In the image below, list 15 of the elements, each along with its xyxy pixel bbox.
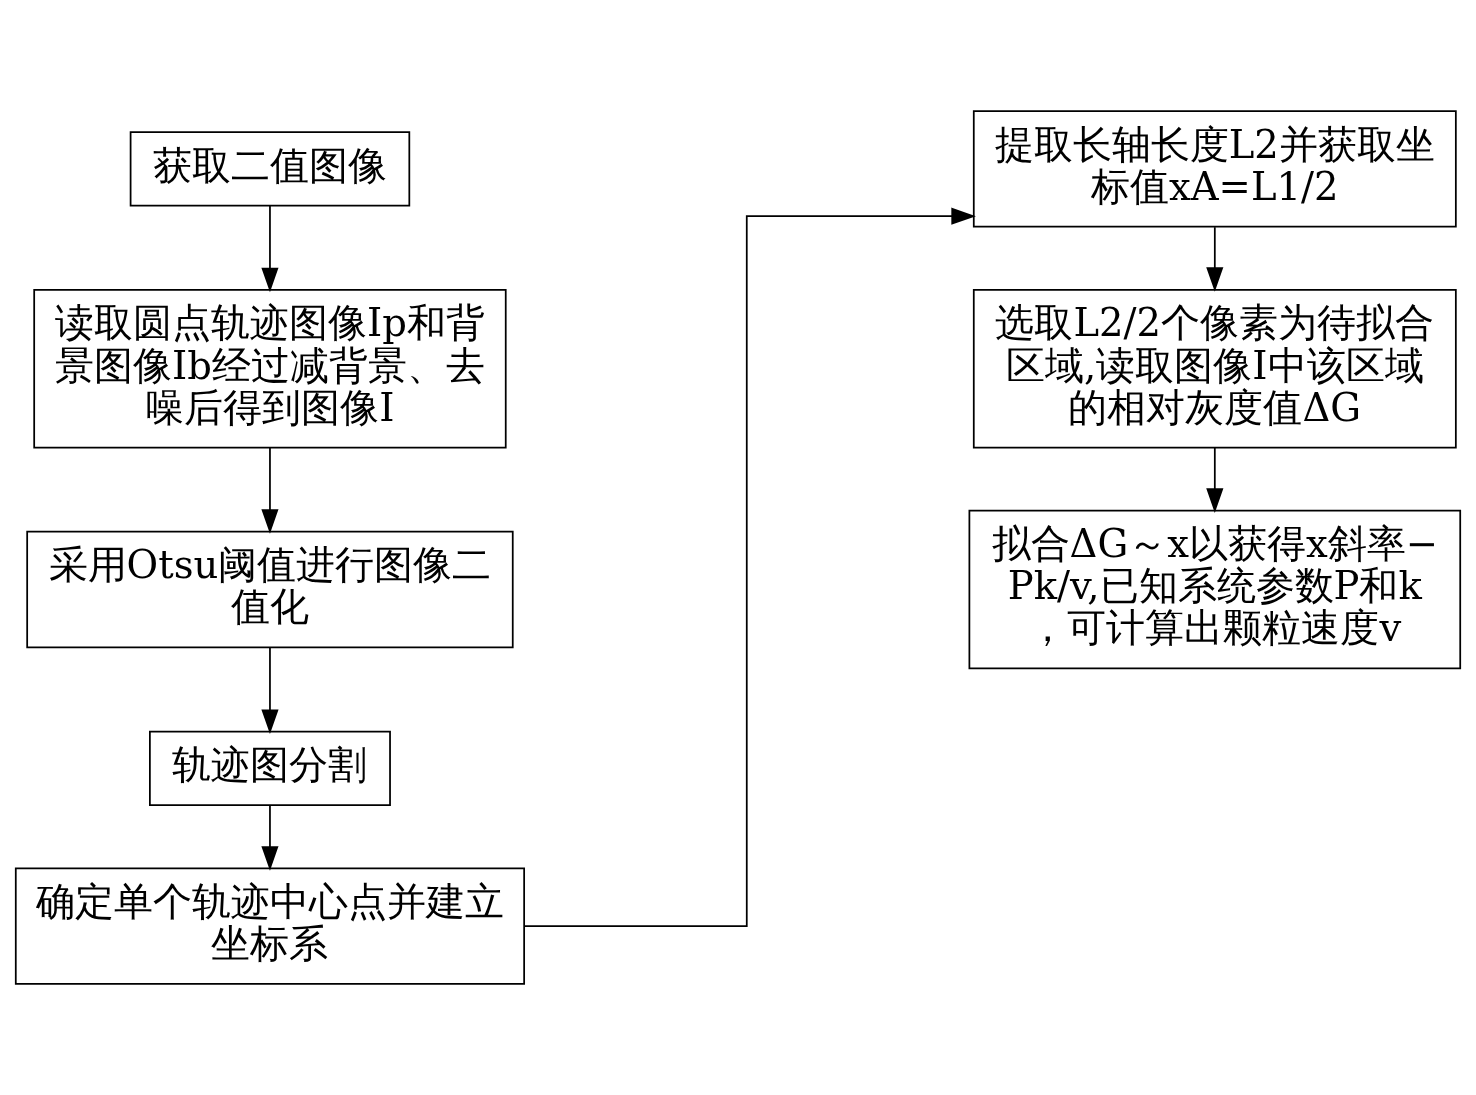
node-box: 提取长轴长度L2并获取坐标值xA=L1/2	[972, 110, 1457, 228]
node-box: 选取L2/2个像素为待拟合区域,读取图像I中该区域的相对灰度值ΔG	[972, 288, 1457, 449]
arrow	[261, 446, 279, 534]
arrow	[261, 205, 279, 293]
node-box: 获取二值图像	[129, 131, 411, 207]
node-box: 采用Otsu阈值进行图像二值化	[26, 530, 514, 649]
arrow	[523, 207, 976, 927]
node-box: 确定单个轨迹中心点并建立坐标系	[14, 867, 525, 985]
node-box: 读取圆点轨迹图像Ip和背景图像Ib经过减背景、去噪后得到图像I	[33, 288, 507, 449]
arrow	[1206, 226, 1224, 292]
node-box: 拟合ΔG～x以获得x斜率−Pk/v,已知系统参数P和k，可计算出颗粒速度v	[968, 509, 1462, 670]
arrow	[1206, 446, 1224, 513]
arrow	[261, 804, 279, 871]
node-box: 轨迹图分割	[149, 730, 391, 807]
arrow	[261, 646, 279, 735]
